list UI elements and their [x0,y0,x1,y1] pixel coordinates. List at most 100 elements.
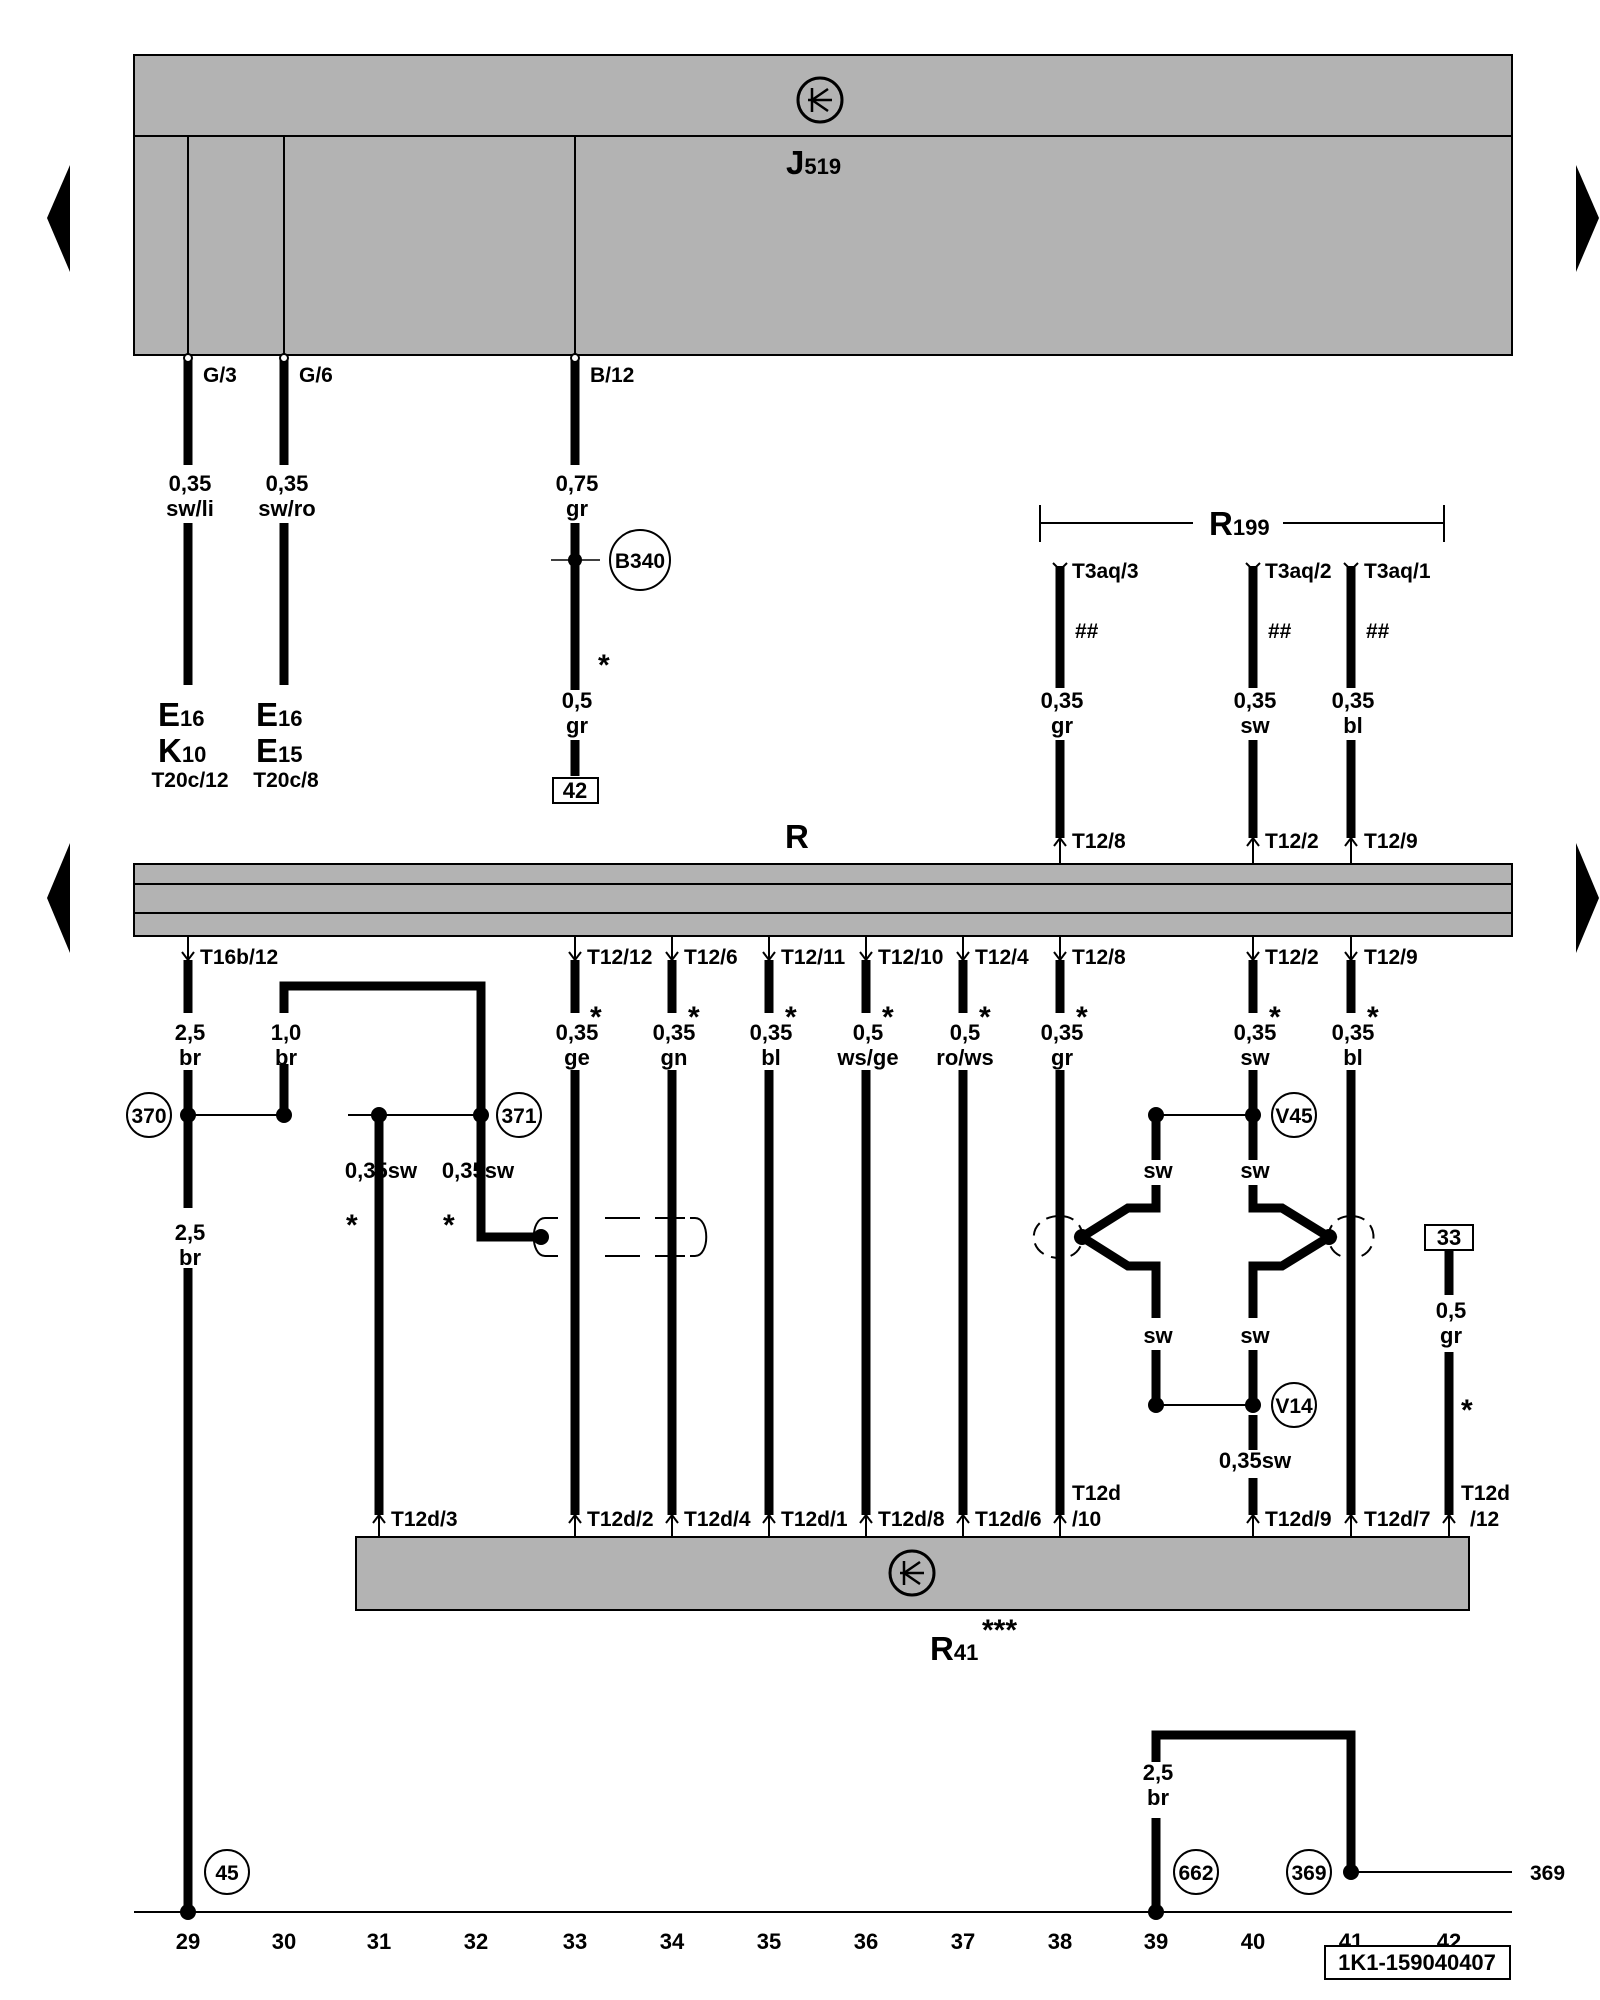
wire-color: sw/li [166,496,214,521]
pin-label: T12/6 [684,946,738,969]
svg-text:0,35: 0,35 [750,1020,793,1045]
svg-text:sw: sw [1143,1158,1173,1183]
node-662[interactable] [1173,1849,1219,1895]
svg-text:bl: bl [761,1045,781,1070]
svg-text:ro/ws: ro/ws [936,1045,993,1070]
pin-label: T12/12 [587,946,652,969]
next-page-arrow-bottom[interactable] [1576,843,1599,953]
diagram-reference-number: 1K1-159040407 [1338,1950,1496,1975]
target-e16: E16 [158,696,205,733]
splice-b340[interactable] [609,529,671,591]
svg-text:T12d/6: T12d/6 [975,1508,1042,1531]
svg-text:sw: sw [1240,1323,1270,1348]
pin-label: T3aq/2 [1265,560,1332,583]
pin-label: T12/9 [1364,830,1418,853]
svg-text:*: * [346,1209,358,1242]
r199-bracket [1039,505,1445,542]
svg-text:2,5: 2,5 [175,1220,206,1245]
pin-label: T3aq/3 [1072,560,1139,583]
svg-text:0,35sw: 0,35sw [1219,1448,1292,1473]
node-label: 45 [215,1862,239,1885]
column-number: 35 [757,1929,781,1954]
next-page-arrow-top[interactable] [1576,165,1599,272]
svg-text:T12d: T12d [1072,1482,1121,1505]
svg-text:*: * [443,1209,455,1242]
r41-pin-labels: T12d/3 T12d/2 T12d/4 T12d/1 T12d/8 T12d/… [391,1482,1510,1531]
svg-text:0,35: 0,35 [1041,1020,1084,1045]
wire-color: gr [566,713,588,738]
svg-text:ws/ge: ws/ge [836,1045,898,1070]
svg-text:0,35: 0,35 [556,1020,599,1045]
svg-text:0,35: 0,35 [653,1020,696,1045]
svg-text:sw: sw [1143,1323,1173,1348]
svg-text:*: * [1367,1001,1379,1034]
svg-text:*: * [785,1001,797,1034]
svg-text:T12d/7: T12d/7 [1364,1508,1431,1531]
svg-text:0,35sw: 0,35sw [442,1158,515,1183]
reference-box-33[interactable] [1424,1224,1474,1251]
reference-box-label: 42 [563,778,587,803]
svg-text:0,5: 0,5 [1436,1298,1467,1323]
svg-text:sw: sw [1240,1045,1270,1070]
control-unit-j519-body [133,54,1513,356]
pin-label: T12/2 [1265,830,1319,853]
hash-marker: ## [1268,620,1292,643]
svg-text:br: br [1147,1785,1169,1810]
pin-label: T12/8 [1072,946,1126,969]
svg-text:br: br [275,1045,297,1070]
wire-color: sw [1240,713,1270,738]
pin-label: T12/2 [1265,946,1319,969]
svg-text:0,35sw: 0,35sw [345,1158,418,1183]
reference-box-label: 33 [1437,1225,1461,1250]
pin-label: T16b/12 [200,946,278,969]
svg-text:gn: gn [661,1045,688,1070]
target-k10: K10 [158,732,206,769]
pin-label: T12/8 [1072,830,1126,853]
previous-page-arrow-bottom[interactable] [47,843,70,953]
svg-text:br: br [179,1245,201,1270]
wire-color: gr [566,496,588,521]
wire-gauge: 0,5 [562,688,593,713]
r-bus-label: R [785,818,809,855]
svg-text:br: br [179,1045,201,1070]
svg-text:T12d/8: T12d/8 [878,1508,945,1531]
svg-text:*: * [979,1001,991,1034]
svg-text:*: * [688,1001,700,1034]
node-label: V14 [1275,1395,1313,1418]
column-number: 39 [1144,1929,1168,1954]
node-v14[interactable] [1271,1382,1317,1428]
node-v45[interactable] [1271,1092,1317,1138]
node-371[interactable] [496,1092,542,1138]
svg-text:gr: gr [1440,1323,1462,1348]
node-370[interactable] [126,1092,172,1138]
svg-text:0,35: 0,35 [1234,1020,1277,1045]
column-number: 34 [660,1929,685,1954]
pin-label: T12/9 [1364,946,1418,969]
svg-text:*: * [1461,1394,1473,1427]
node-45[interactable] [204,1849,250,1895]
wire-color: sw/ro [258,496,315,521]
wire-color: bl [1343,713,1363,738]
column-number: 29 [176,1929,200,1954]
node-label: 371 [501,1105,536,1128]
svg-text:gr: gr [1051,1045,1073,1070]
svg-text:1,0: 1,0 [271,1020,302,1045]
svg-text:T12d/9: T12d/9 [1265,1508,1332,1531]
svg-text:bl: bl [1343,1045,1363,1070]
node-label: 369 [1291,1862,1326,1885]
reference-box-42[interactable] [552,777,599,804]
svg-text:0,35: 0,35 [1332,1020,1375,1045]
node-369[interactable] [1286,1849,1332,1895]
pin-label: T12/11 [781,946,846,969]
column-number: 32 [464,1929,488,1954]
target-e15: E15 [256,732,303,769]
page-reference: 369 [1530,1862,1565,1885]
pin-label: G/3 [203,364,237,387]
previous-page-arrow-top[interactable] [47,165,70,272]
r41-footnote: *** [982,1614,1017,1647]
svg-text:0,5: 0,5 [950,1020,981,1045]
wire-gauge: 0,35 [266,471,309,496]
column-number: 33 [563,1929,587,1954]
